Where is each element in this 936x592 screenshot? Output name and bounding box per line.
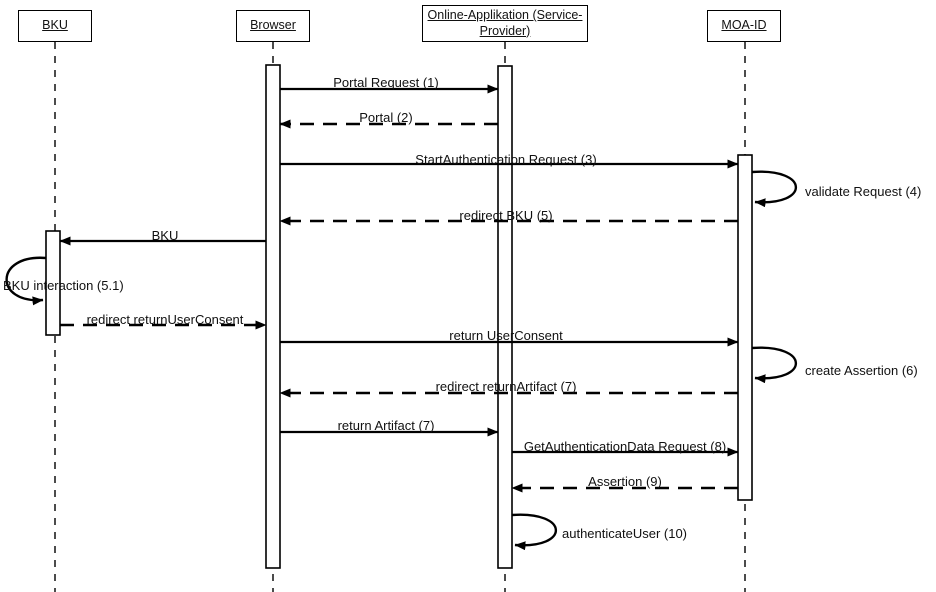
participant-label-browser: Browser <box>250 18 296 33</box>
message-7 <box>5 256 47 306</box>
self-message-arrow <box>751 346 797 384</box>
message-label-9: return UserConsent <box>449 328 563 343</box>
message-label-8: redirect returnUserConsent <box>86 312 244 327</box>
activation-bar-bku <box>45 230 61 336</box>
activation-bars-group <box>45 64 753 569</box>
message-label-12: return Artifact (7) <box>337 418 435 433</box>
participant-box-browser: Browser <box>236 10 310 42</box>
participant-label-bku: BKU <box>42 18 68 33</box>
self-message-arrow <box>751 170 797 208</box>
message-15 <box>511 513 557 551</box>
message-label-14: Assertion (9) <box>588 474 662 489</box>
message-label-7: BKU interaction (5.1) <box>3 278 124 293</box>
activation-bar-online_applikation <box>497 65 513 569</box>
participant-label-moa_id: MOA-ID <box>721 18 767 33</box>
message-arrows-group <box>5 84 797 551</box>
activation-bar-browser <box>265 64 281 569</box>
message-label-3: StartAuthentication Request (3) <box>415 152 597 167</box>
message-label-10: create Assertion (6) <box>805 363 918 378</box>
self-message-arrow <box>511 513 557 551</box>
message-label-11: redirect returnArtifact (7) <box>435 379 577 394</box>
activation-bar-moa_id <box>737 154 753 501</box>
participant-box-bku: BKU <box>18 10 92 42</box>
message-label-6: BKU <box>151 228 179 243</box>
message-label-4: validate Request (4) <box>805 184 922 199</box>
message-label-5: redirect BKU (5) <box>459 208 553 223</box>
message-4 <box>751 170 797 208</box>
participant-box-online_applikation: Online-Applikation (Service-Provider) <box>422 5 588 42</box>
participant-box-moa_id: MOA-ID <box>707 10 781 42</box>
message-label-2: Portal (2) <box>359 110 413 125</box>
message-label-15: authenticateUser (10) <box>562 526 688 541</box>
participant-label-online_applikation: Online-Applikation (Service-Provider) <box>427 8 583 38</box>
message-label-13: GetAuthenticationData Request (8) <box>523 439 727 454</box>
self-message-arrow <box>5 256 47 306</box>
message-label-1: Portal Request (1) <box>333 75 439 90</box>
message-10 <box>751 346 797 384</box>
